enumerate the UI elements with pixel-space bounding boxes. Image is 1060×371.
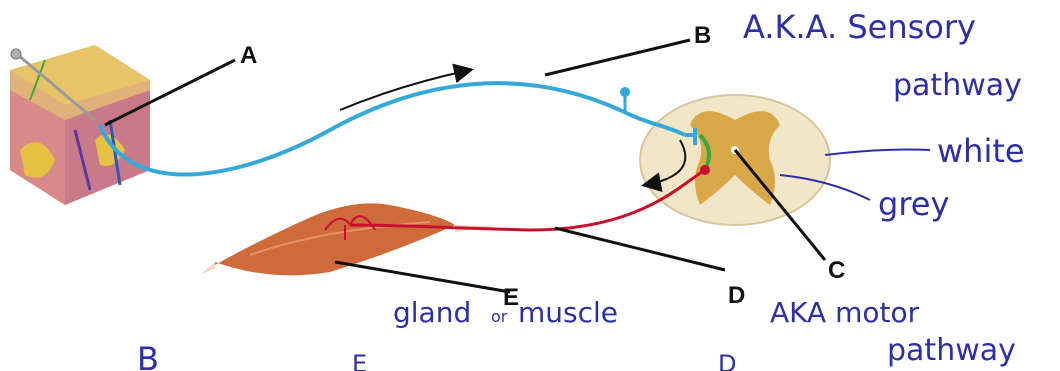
label-d: D	[728, 282, 745, 309]
leader-line-d	[555, 228, 725, 270]
sensory-ganglion-icon	[620, 87, 630, 112]
bottom-e-annotation: E	[352, 350, 367, 371]
gland-annotation: gland	[393, 296, 471, 329]
aka-motor-line-1: AKA motor	[770, 296, 920, 329]
sensory-neuron	[100, 83, 685, 174]
sensory-direction-arrow-icon	[340, 70, 470, 110]
bottom-d-annotation: D	[718, 350, 736, 371]
or-annotation: or	[491, 307, 508, 326]
skin-block-icon	[10, 45, 150, 205]
white-pointer-line	[825, 150, 930, 155]
leader-line-b	[545, 40, 690, 75]
muscle-annotation: muscle	[518, 296, 618, 329]
bottom-b-annotation: B	[137, 340, 159, 371]
label-c: C	[828, 257, 845, 284]
motor-neuron-cell-body	[700, 165, 710, 175]
aka-sensory-line-2: pathway	[893, 68, 1022, 103]
aka-sensory-line-1: A.K.A. Sensory	[743, 8, 976, 46]
aka-motor-line-2: pathway	[887, 333, 1016, 368]
grey-annotation: grey	[878, 185, 949, 223]
label-a: A	[240, 42, 257, 69]
leader-line-e	[335, 262, 510, 292]
white-annotation: white	[937, 132, 1025, 170]
spinal-cord-icon	[640, 95, 830, 225]
label-b: B	[694, 22, 711, 49]
